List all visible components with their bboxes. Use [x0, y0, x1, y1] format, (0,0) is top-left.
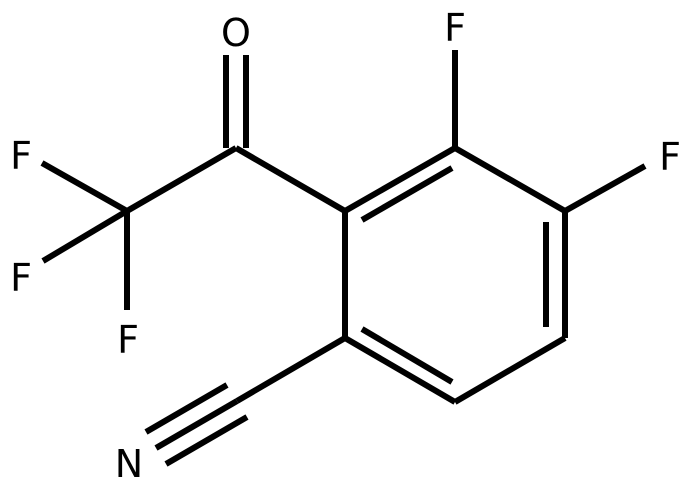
atom-oxygen-label: O	[221, 11, 251, 55]
atom-fluorine-ring-4-label: F	[659, 135, 681, 179]
bond-c6-cn	[235, 335, 347, 404]
bond-ring-c1-c2	[343, 145, 457, 214]
bond-ring-c4-c5	[453, 335, 567, 405]
atom-nitrogen-label: N	[115, 442, 143, 486]
bond-c1-carbonyl	[234, 145, 347, 214]
bond-c3-f	[563, 163, 647, 214]
bond-cf3-f-middle	[41, 208, 129, 264]
bond-ring-c2-c3	[453, 145, 567, 214]
bond-ring-c5-c6-inner	[360, 326, 454, 385]
bond-cf3-f-top	[40, 160, 129, 214]
bond-nitrile-1	[144, 382, 229, 435]
bond-carbonyl-cf3	[125, 145, 238, 214]
atom-fluorine-cf3-bottom-label: F	[117, 318, 139, 362]
bond-ring-c5-c6	[343, 335, 457, 405]
bond-ring-c1-c2-inner	[360, 165, 454, 223]
atom-fluorine-cf3-top-label: F	[10, 134, 32, 178]
atom-fluorine-ring-3-label: F	[444, 6, 466, 50]
bond-nitrile-2	[154, 398, 239, 451]
atom-fluorine-cf3-middle-label: F	[10, 256, 32, 300]
bond-nitrile-3	[164, 414, 249, 467]
